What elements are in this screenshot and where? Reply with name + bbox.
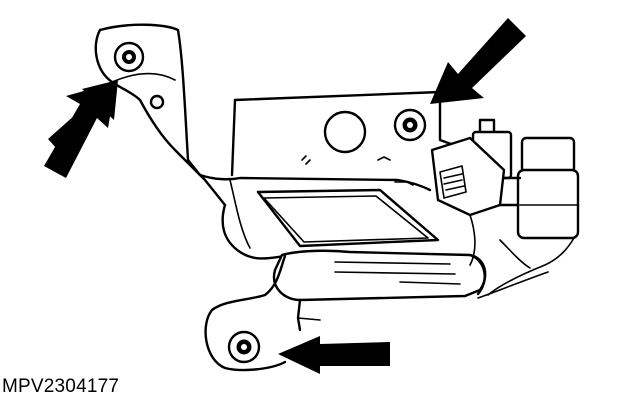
mounting-bolt-upper-right [393,108,427,142]
harness-plug [516,168,580,240]
callout-arrow-icon [278,336,390,374]
locating-hole [149,94,165,110]
callout-arrow-icon [44,80,118,178]
electrical-connector [430,118,580,299]
upper-mounting-ear [94,23,227,207]
lower-mounting-ear [204,254,321,372]
figure-reference-code: MPV2304177 [2,376,120,397]
mounting-bolt-upper-left [113,41,145,73]
bracket-plate [198,90,464,260]
callout-arrow-icon [430,18,526,104]
center-hole [323,110,367,154]
mounting-bolt-lower [227,330,261,364]
plate-window [256,188,440,248]
sensor-body [272,249,487,302]
spring-clip [439,165,467,199]
